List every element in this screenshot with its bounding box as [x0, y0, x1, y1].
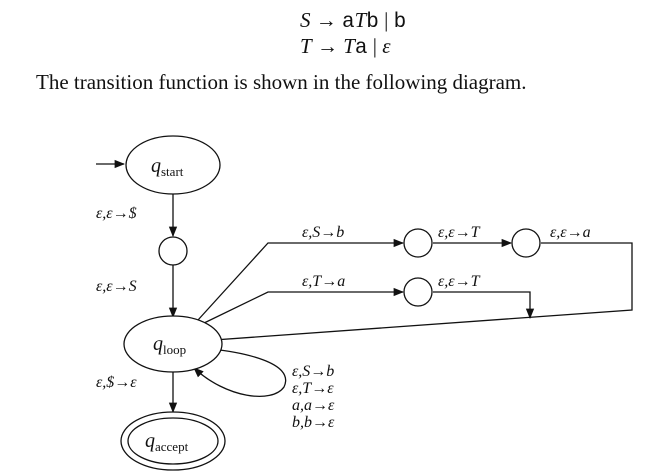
- label-push-s: ε,ε→S: [96, 278, 137, 295]
- state-top-1: [403, 228, 433, 258]
- edge-loop-to-top-state: [197, 238, 405, 321]
- edge-mid-state-to-loop: [433, 291, 535, 320]
- state-q-loop: [123, 315, 223, 373]
- label-mid-push-t: ε,ε→T: [438, 273, 481, 290]
- diagram-caption: The transition function is shown in the …: [36, 70, 527, 94]
- state-q-accept-label: qaccept: [145, 430, 189, 454]
- label-top-push-a: ε,ε→a: [550, 224, 591, 241]
- label-pop-dollar: ε,$→ε: [96, 374, 137, 391]
- grammar-rule-t: T → Ta | ε: [300, 34, 391, 60]
- state-q-accept-inner: [127, 417, 219, 465]
- state-s1: [158, 236, 188, 266]
- edge-loop-to-mid-state: [199, 287, 405, 326]
- state-top-2: [511, 228, 541, 258]
- label-top-push-t: ε,ε→T: [438, 224, 481, 241]
- state-q-start-label: qstart: [151, 155, 184, 179]
- label-top-s-b: ε,S→b: [302, 224, 344, 241]
- label-push-dollar: ε,ε→$: [96, 205, 137, 222]
- state-mid-1: [403, 277, 433, 307]
- label-self-loop-1: ε,S→b: [292, 363, 334, 380]
- state-q-start: [125, 135, 221, 195]
- label-self-loop-3: a,a→ε: [292, 397, 335, 414]
- label-self-loop-2: ε,T→ε: [292, 380, 334, 397]
- label-self-loop-4: b,b→ε: [292, 414, 335, 431]
- grammar-rule-s: S → aTb | b: [300, 8, 407, 34]
- edge-top-state-2-to-loop: [198, 242, 633, 345]
- edge-loop-self: [193, 348, 287, 398]
- state-q-loop-label: qloop: [153, 333, 186, 357]
- label-mid-t-a: ε,T→a: [302, 273, 345, 290]
